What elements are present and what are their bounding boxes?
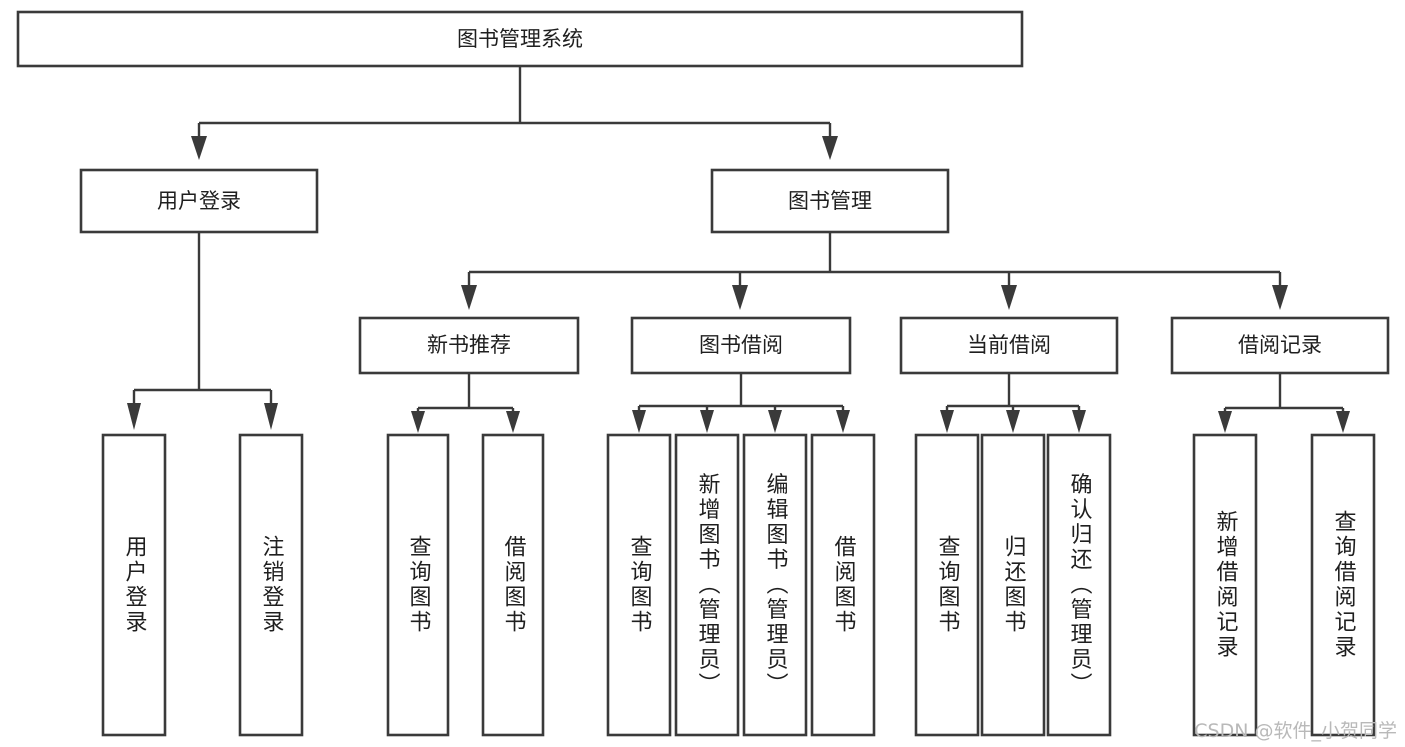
connector-user-login-to-leaves [127,232,278,430]
arrow-head-leaf-bb-2 [768,410,782,433]
node-book-manage-label: 图书管理 [788,189,872,213]
leaf-user-login-0-box[interactable] [101,433,167,737]
arrow-head-current-borrow [1001,285,1017,310]
leaf-current-borrow-1[interactable]: 归还图书 [980,433,1046,737]
node-current-borrow[interactable]: 当前借阅 [899,316,1119,375]
node-current-borrow-box[interactable] [899,316,1119,375]
leaf-user-login-1[interactable]: 注销登录 [238,433,304,737]
node-user-login[interactable]: 用户登录 [79,168,319,234]
arrow-head-leaf-user-login-0 [127,403,141,430]
leaf-book-borrow-0[interactable]: 查询图书 [606,433,672,737]
leaf-new-book-recommend-1-label: 借阅图书 [501,535,527,635]
leaf-new-book-recommend-1[interactable]: 借阅图书 [481,433,545,737]
node-book-borrow-label: 图书借阅 [699,333,783,357]
leaf-book-borrow-1[interactable]: 新增图书（管理员） [674,433,740,737]
leaf-current-borrow-2-label: 确认归还（管理员） [1067,473,1093,698]
leaf-book-borrow-3-box[interactable] [810,433,876,737]
leaf-user-login-0[interactable]: 用户登录 [101,433,167,737]
node-user-login-label: 用户登录 [157,189,241,213]
arrow-head-leaf-br-0 [1218,411,1232,433]
leaf-book-borrow-3[interactable]: 借阅图书 [810,433,876,737]
leaf-current-borrow-0-label: 查询图书 [935,535,961,635]
arrow-head-leaf-nbr-0 [411,411,425,433]
leaf-current-borrow-0[interactable]: 查询图书 [914,433,980,737]
arrow-head-leaf-cb-2 [1072,410,1086,433]
arrow-head-new-book-recommend [461,285,477,310]
leaf-new-book-recommend-0[interactable]: 查询图书 [386,433,450,737]
arrow-head-book-borrow [732,285,748,310]
leaf-current-borrow-2[interactable]: 确认归还（管理员） [1046,433,1112,737]
node-root[interactable]: 图书管理系统 [16,10,1024,68]
node-root-label: 图书管理系统 [457,27,583,51]
arrow-head-leaf-nbr-1 [506,411,520,433]
node-new-book-recommend-box[interactable] [358,316,580,375]
connector-current-borrow-to-leaves [940,373,1086,433]
leaf-borrow-record-0-label: 新增借阅记录 [1213,510,1239,660]
node-new-book-recommend-label: 新书推荐 [427,333,511,357]
arrow-head-user-login [191,136,207,160]
leaf-book-borrow-0-box[interactable] [606,433,672,737]
leaf-user-login-1-label: 注销登录 [259,535,285,635]
node-new-book-recommend[interactable]: 新书推荐 [358,316,580,375]
arrow-head-leaf-user-login-1 [264,403,278,430]
leaf-current-borrow-2-box[interactable] [1046,433,1112,737]
node-borrow-record[interactable]: 借阅记录 [1170,316,1390,375]
arrow-head-leaf-bb-3 [836,410,850,433]
leaf-book-borrow-1-box[interactable] [674,433,740,737]
node-borrow-record-box[interactable] [1170,316,1390,375]
arrow-head-borrow-record [1272,285,1288,310]
leaf-borrow-record-0[interactable]: 新增借阅记录 [1192,433,1258,737]
connector-borrow-record-to-leaves [1218,373,1350,433]
leaf-current-borrow-1-label: 归还图书 [1001,535,1027,635]
connector-book-manage-to-level3 [461,232,1288,310]
arrow-head-leaf-cb-1 [1006,410,1020,433]
leaf-current-borrow-1-box[interactable] [980,433,1046,737]
leaf-book-borrow-2-label: 编辑图书（管理员） [763,473,789,698]
arrow-head-leaf-bb-1 [700,410,714,433]
leaf-book-borrow-2[interactable]: 编辑图书（管理员） [742,433,808,737]
node-book-borrow-box[interactable] [630,316,852,375]
arrow-head-leaf-bb-0 [632,410,646,433]
leaf-borrow-record-1[interactable]: 查询借阅记录 [1310,433,1376,737]
node-book-manage-box[interactable] [710,168,950,234]
node-current-borrow-label: 当前借阅 [967,333,1051,357]
connector-root-to-level2 [191,66,838,160]
leaf-user-login-0-label: 用户登录 [122,535,148,635]
arrow-head-leaf-br-1 [1336,411,1350,433]
leaf-borrow-record-1-box[interactable] [1310,433,1376,737]
leaf-new-book-recommend-0-label: 查询图书 [406,535,432,635]
leaf-current-borrow-0-box[interactable] [914,433,980,737]
leaf-new-book-recommend-0-box[interactable] [386,433,450,737]
leaf-borrow-record-1-label: 查询借阅记录 [1331,510,1357,660]
leaf-book-borrow-0-label: 查询图书 [627,535,653,635]
node-root-box[interactable] [16,10,1024,68]
leaf-book-borrow-3-label: 借阅图书 [831,535,857,635]
node-book-borrow[interactable]: 图书借阅 [630,316,852,375]
arrow-head-leaf-cb-0 [940,410,954,433]
node-borrow-record-label: 借阅记录 [1238,333,1322,357]
leaf-new-book-recommend-1-box[interactable] [481,433,545,737]
node-book-manage[interactable]: 图书管理 [710,168,950,234]
arrow-head-book-manage [822,136,838,160]
leaf-borrow-record-0-box[interactable] [1192,433,1258,737]
leaf-book-borrow-1-label: 新增图书（管理员） [695,473,721,698]
leaf-book-borrow-2-box[interactable] [742,433,808,737]
connector-book-borrow-to-leaves [632,373,850,433]
connector-new-book-recommend-to-leaves [411,373,520,433]
leaf-user-login-1-box[interactable] [238,433,304,737]
